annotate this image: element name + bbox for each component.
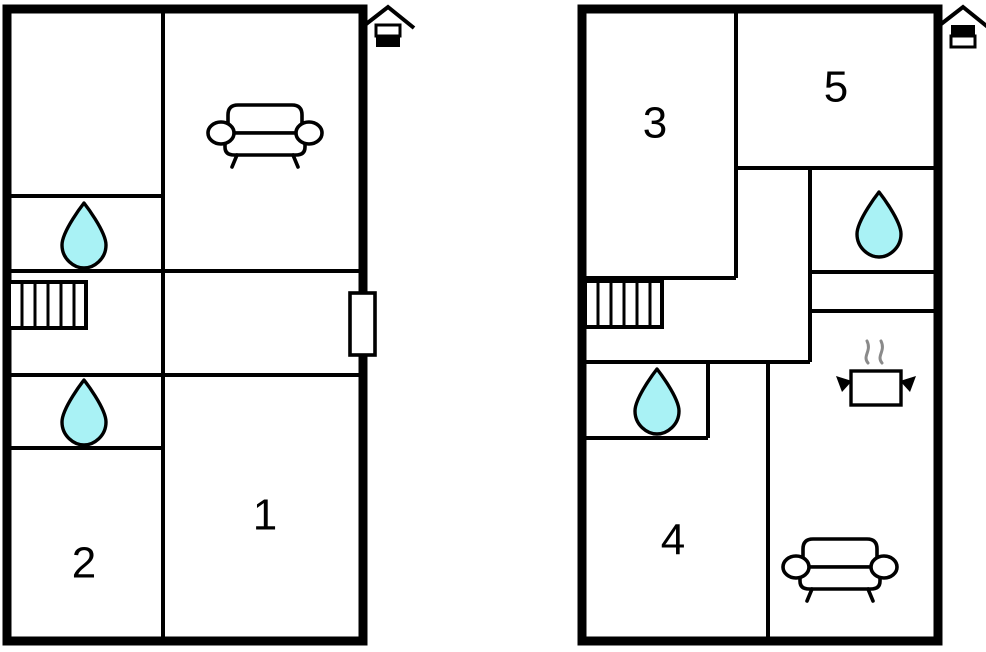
water-drop-icon bbox=[633, 367, 681, 436]
sofa-icon bbox=[206, 103, 324, 169]
left-floor-plan: 1 2 bbox=[2, 4, 416, 646]
water-drop-icon bbox=[60, 378, 108, 447]
cooking-pot-icon bbox=[834, 339, 918, 407]
sofa-icon bbox=[781, 537, 899, 603]
interior-walls-right-plan bbox=[582, 9, 938, 641]
room-label-3: 3 bbox=[643, 99, 667, 148]
right-floor-plan: 3 4 5 bbox=[577, 4, 986, 646]
room-label-4: 4 bbox=[661, 516, 685, 565]
stairs-icon bbox=[7, 280, 88, 330]
room-label-1: 1 bbox=[253, 491, 277, 540]
interior-walls-left-plan bbox=[7, 9, 363, 641]
house-level-icon bbox=[359, 4, 416, 47]
door-icon bbox=[348, 291, 377, 357]
room-label-2: 2 bbox=[72, 539, 96, 588]
stairs-icon bbox=[583, 279, 664, 329]
room-label-5: 5 bbox=[824, 63, 848, 112]
water-drop-icon bbox=[855, 190, 903, 259]
house-level-icon bbox=[934, 4, 986, 49]
exterior-wall-right-plan bbox=[577, 4, 943, 646]
water-drop-icon bbox=[60, 201, 108, 270]
